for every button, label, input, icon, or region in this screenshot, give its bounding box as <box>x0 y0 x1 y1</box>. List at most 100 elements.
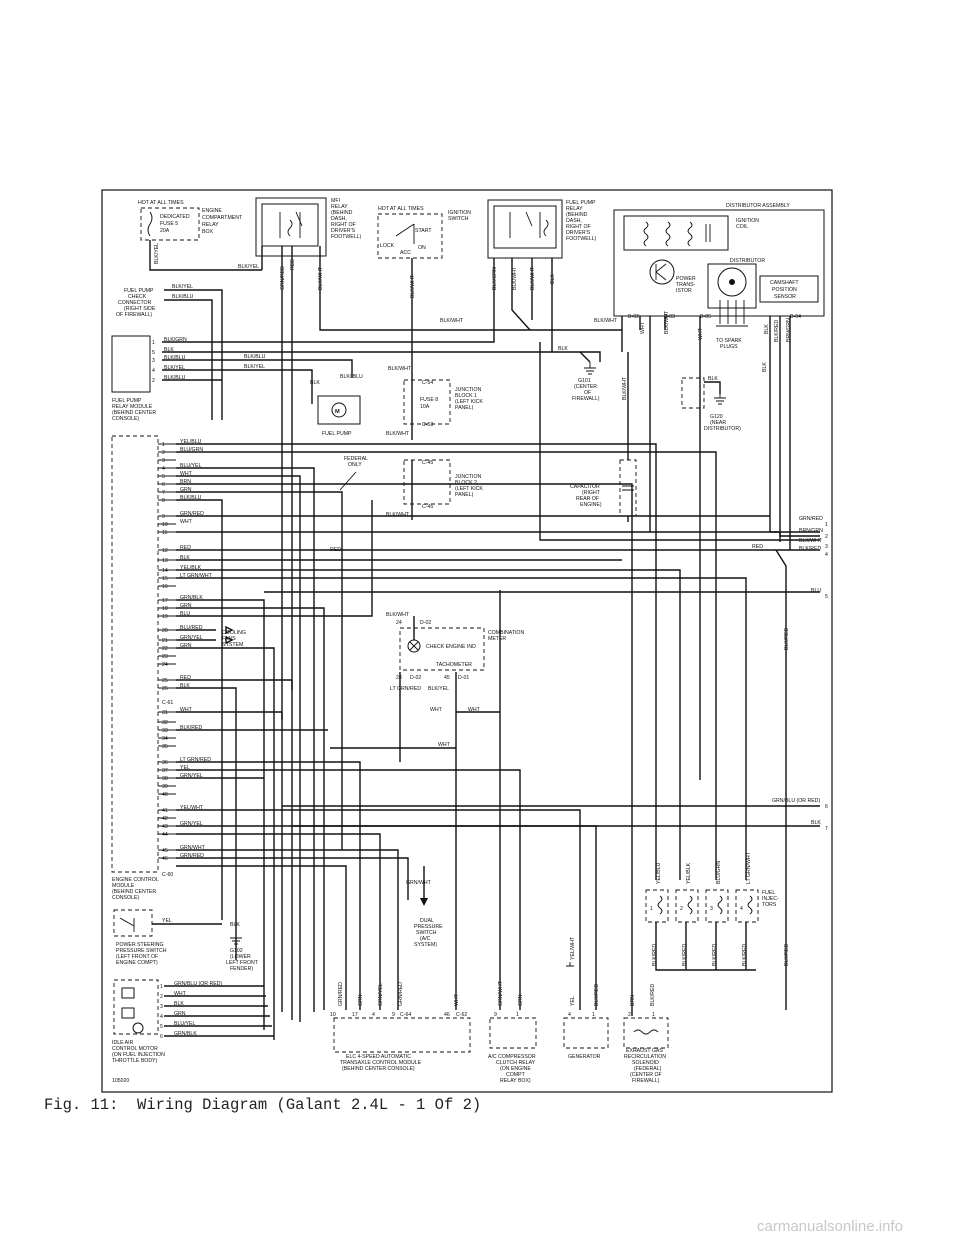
power-trans-label-3: ISTOR <box>676 288 692 294</box>
ecm-pin-number: 18 <box>162 606 168 612</box>
ignition-switch <box>377 213 443 259</box>
g102-label-1: G102 <box>230 948 243 954</box>
fuse-symbol <box>147 211 153 237</box>
ecm-label-4: CONSOLE) <box>112 895 139 901</box>
vlabel-blk-yel-fuse: BLK/YEL <box>154 243 160 264</box>
ecm-pin-wire-label: RED <box>180 545 191 551</box>
ecm-pin-wire-label: GRN/RED <box>180 511 204 517</box>
vlabel-blk-red-inj2: BLK/RED <box>682 944 688 966</box>
ecm-pin-number: 20 <box>162 628 168 634</box>
ecm-pin-number: 16 <box>162 584 168 590</box>
fp-check-label-2: CHECK <box>128 294 147 300</box>
jb1-label-2: BLOCK 1 <box>455 393 477 399</box>
ecm-pin-number: 14 <box>162 568 168 574</box>
fprm-label-4: CONSOLE) <box>112 416 139 422</box>
jb2-label-2: BLOCK 2 <box>455 480 477 486</box>
combination-meter <box>399 627 485 671</box>
ecm-pin-wire-label: YEL/WHT <box>180 805 204 811</box>
injector-coil-icon <box>657 895 663 915</box>
distributor-assembly-label: DISTRIBUTOR ASSEMBLY <box>726 203 790 209</box>
distributor-assembly <box>613 209 825 317</box>
ecm-pin-wire-label: BLU/YEL <box>180 463 201 469</box>
jb1-label-1: JUNCTION <box>455 387 481 393</box>
elc-transaxle-module <box>333 1017 471 1053</box>
spark-label-2: PLUGS <box>720 344 738 350</box>
power-transistor <box>649 259 675 285</box>
ecm-pin-wire-label: BLK <box>180 683 190 689</box>
fuel-pump-motor-icon <box>331 402 347 418</box>
iac-pin-number: 4 <box>160 1014 163 1020</box>
mfi-label-7: FOOTWELL) <box>331 234 362 240</box>
egr-label-3: SOLENOID <box>632 1060 659 1066</box>
cooling-fans-label-2: FANS <box>222 636 236 642</box>
vlabel-wht-dist2: WHT <box>698 327 704 340</box>
wire-label-blk-yel: BLK/YEL <box>238 264 259 270</box>
ecm-pin-number: 44 <box>162 832 168 838</box>
egr-pin-1: 2 <box>628 1012 631 1018</box>
connector-d02b: D-02 <box>410 675 421 681</box>
ecm-pin-number: 34 <box>162 736 168 742</box>
injector-label-2: INJEC- <box>762 896 779 902</box>
elc-pin-1: 10 <box>330 1012 336 1018</box>
connector-c54: C-54 <box>422 380 433 386</box>
vlabel-brn: BRN <box>630 995 636 1006</box>
connector-c60: C-60 <box>162 872 173 878</box>
vlabel-grn-wht: GRN/WHT <box>498 980 504 1006</box>
vlabel-blk-grn: BLK/GRN <box>492 267 498 290</box>
iac-pin-number: 6 <box>160 1034 163 1040</box>
relay-module-wire-label: BLK/YEL <box>164 365 185 371</box>
ecm-pin-wire-label: GRN/WHT <box>180 845 206 851</box>
relay-module-wire-label: BLK/BLU <box>164 355 186 361</box>
right-edge-wire-label: BLK <box>811 820 821 826</box>
vlabel-yel-wht: YEL/WHT <box>570 936 576 960</box>
cam-label-2: POSITION <box>772 287 797 293</box>
fuel-injector <box>645 889 669 923</box>
ac-pin-1: 9 <box>494 1012 497 1018</box>
injector-coil-icon <box>717 895 723 915</box>
wire-label-grn-wht-dp: GRN/WHT <box>406 880 432 886</box>
ecm-pin-number: 37 <box>162 768 168 774</box>
ecm-pin-number: 26 <box>162 686 168 692</box>
iac-label-2: CONTROL MOTOR <box>112 1046 158 1052</box>
vlabel-blk-cam: BLK <box>764 324 770 334</box>
ecm-pin-wire-label: GRN/YEL <box>180 635 203 641</box>
elc-pin-2: 17 <box>352 1012 358 1018</box>
ecm-pin-wire-label: YEL/BLK <box>180 565 202 571</box>
vlabel-grn-red-mfi: GRN/RED <box>280 266 286 290</box>
jb2-label-1: JUNCTION <box>455 474 481 480</box>
fuse8-label-1: FUSE 8 <box>420 397 438 403</box>
mfi-label-1: MFI <box>331 198 340 204</box>
jb2-label-3: (LEFT KICK <box>455 486 483 492</box>
injector-number: 4 <box>740 906 743 912</box>
vlabel-blk-red-upper: BLK/RED <box>784 628 790 650</box>
relay-box-label-4: BOX <box>202 229 213 235</box>
wire-label-blk-yel-4: BLK/YEL <box>428 686 449 692</box>
g120-label-2: (NEAR <box>710 420 726 426</box>
vlabel-blk-dist: BLK <box>762 362 768 372</box>
fpr-label-4: DASH, <box>566 218 582 224</box>
relay-module-wire-label: BLK <box>164 347 174 353</box>
injector-number: 3 <box>710 906 713 912</box>
fuel-injector <box>705 889 729 923</box>
ign-start-label: START <box>415 228 432 234</box>
figure-caption: Fig. 11: Wiring Diagram (Galant 2.4L - 1… <box>44 1096 482 1114</box>
fprm-label-3: (BEHIND CENTER <box>112 410 156 416</box>
ecm-pin-wire-label: GRN <box>180 603 192 609</box>
cap-label-3: REAR OF <box>576 496 599 502</box>
vlabel-blk-fpr: BLK <box>550 274 556 284</box>
fp-check-label-5: OF FIREWALL) <box>116 312 152 318</box>
ecm-pin-wire-label: WHT <box>180 707 193 713</box>
engine-control-module <box>111 435 159 873</box>
vlabel-wht: WHT <box>454 993 460 1006</box>
idle-air-control-motor <box>113 979 159 1035</box>
vlabel-grn-red-2: GRN/RED <box>398 982 404 1006</box>
right-edge-wire-label: GRN/BLU (OR RED) <box>772 798 820 804</box>
egr-pin-2: 1 <box>652 1012 655 1018</box>
fpr-label-1: FUEL PUMP <box>566 200 596 206</box>
jb2-label-4: PANEL) <box>455 492 474 498</box>
wire-label-yel-ps: YEL <box>162 918 172 924</box>
vlabel-grn-red-1: GRN/RED <box>338 982 344 1006</box>
ecm-pin-wire-label: GRN <box>180 643 192 649</box>
iac-coil-2 <box>121 1007 135 1019</box>
